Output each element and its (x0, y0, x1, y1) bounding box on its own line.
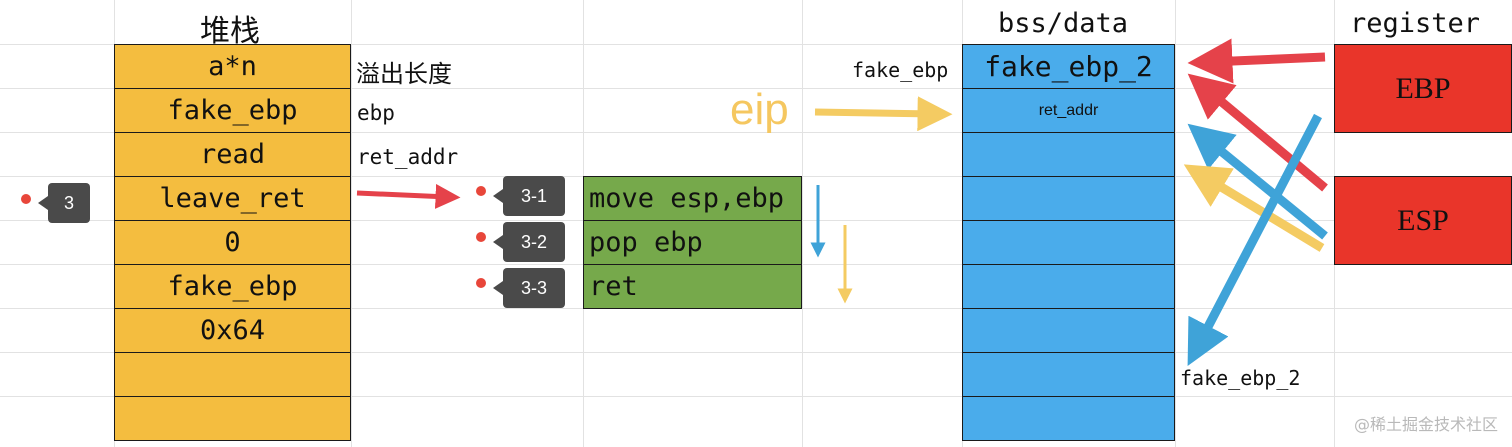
ebp-label: ebp (357, 101, 395, 125)
stack-cell: fake_ebp (114, 88, 351, 133)
asm-instruction: ret (583, 264, 802, 309)
stack-cell: a*n (114, 44, 351, 89)
stack-cell: fake_ebp (114, 264, 351, 309)
esp-register: ESP (1334, 176, 1512, 265)
stack-cell: 0x64 (114, 308, 351, 353)
watermark: @稀土掘金技术社区 (1353, 415, 1498, 434)
stack-cell: read (114, 132, 351, 177)
comment-dot[interactable] (476, 186, 486, 196)
asm-instruction: pop ebp (583, 220, 802, 265)
bss-cell (962, 264, 1175, 309)
comment-dot[interactable] (21, 194, 31, 204)
stack-cell: leave_ret (114, 176, 351, 221)
bss-cell (962, 176, 1175, 221)
bss-data-header: bss/data (998, 8, 1129, 39)
bss-cell (962, 396, 1175, 441)
stack-cell (114, 396, 351, 441)
fake-ebp-label: fake_ebp (852, 58, 949, 82)
bss-cell: fake_ebp_2 (962, 44, 1175, 89)
eip-label: eip (730, 85, 789, 134)
stack-header: 堆栈 (200, 14, 260, 49)
comment-tag-3[interactable]: 3 (38, 183, 90, 223)
asm-instruction: move esp,ebp (583, 176, 802, 221)
ebp-register: EBP (1334, 44, 1512, 133)
comment-tag-3-3[interactable]: 3-3 (493, 268, 565, 308)
comment-tag-3-1[interactable]: 3-1 (493, 176, 565, 216)
bss-cell: ret_addr (962, 88, 1175, 133)
comment-dot[interactable] (476, 278, 486, 288)
bss-cell (962, 352, 1175, 397)
fake-ebp-2-label: fake_ebp_2 (1180, 366, 1301, 390)
register-header: register (1350, 8, 1481, 39)
stack-cell: 0 (114, 220, 351, 265)
overflow-length-label: 溢出长度 (356, 60, 452, 88)
bss-cell (962, 132, 1175, 177)
bss-cell (962, 220, 1175, 265)
ret-addr-label: ret_addr (357, 145, 459, 169)
comment-dot[interactable] (476, 232, 486, 242)
bss-cell (962, 308, 1175, 353)
stack-cell (114, 352, 351, 397)
comment-tag-3-2[interactable]: 3-2 (493, 222, 565, 262)
